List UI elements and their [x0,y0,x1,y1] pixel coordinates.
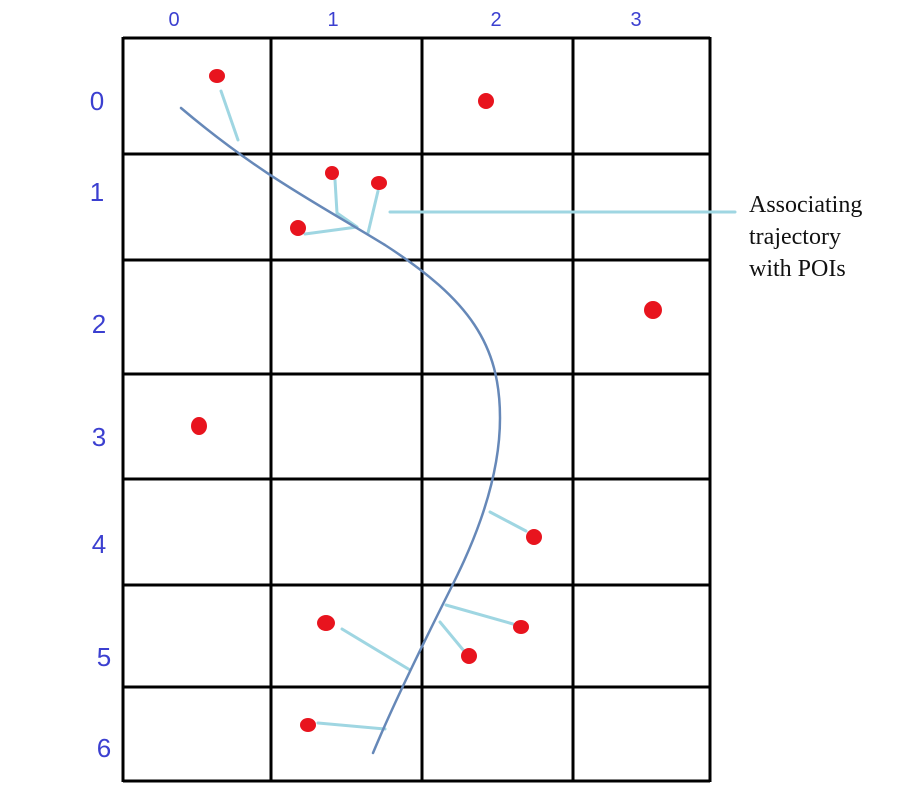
association-link [340,627,412,672]
row-number: 2 [92,309,106,339]
pois [191,69,662,732]
poi-marker [526,529,542,545]
poi-marker [371,176,387,190]
column-numbers: 0 1 2 3 [168,9,641,31]
column-number: 2 [490,9,501,31]
association-links [219,89,737,731]
annotation: Associating trajectory with POIs [749,192,862,282]
poi-marker [644,301,662,319]
column-number: 1 [327,9,338,31]
poi-marker [191,417,207,435]
column-number: 3 [630,9,641,31]
annotation-line: Associating [749,192,862,218]
poi-marker [290,220,306,236]
poi-marker [300,718,316,732]
annotation-line: with POIs [749,256,846,282]
association-link [366,189,380,235]
association-link [438,620,466,653]
association-link [335,211,359,229]
row-number: 3 [92,422,106,452]
row-numbers: 0 1 2 3 4 5 6 [90,86,111,763]
association-link [219,89,240,142]
poi-marker [478,93,494,109]
trajectory-curve [179,106,502,755]
poi-marker [461,648,477,664]
row-number: 0 [90,86,104,116]
row-number: 6 [97,733,111,763]
annotation-line: trajectory [749,224,841,250]
row-number: 4 [92,529,106,559]
association-link [316,721,387,731]
poi-marker [513,620,529,634]
association-link [444,603,515,626]
poi-marker [325,166,339,180]
row-number: 1 [90,177,104,207]
poi-marker [209,69,225,83]
row-number: 5 [97,642,111,672]
association-link [333,178,339,215]
association-link [488,510,528,533]
association-link [303,225,359,236]
poi-marker [317,615,335,631]
grid [121,36,712,783]
column-number: 0 [168,9,179,31]
